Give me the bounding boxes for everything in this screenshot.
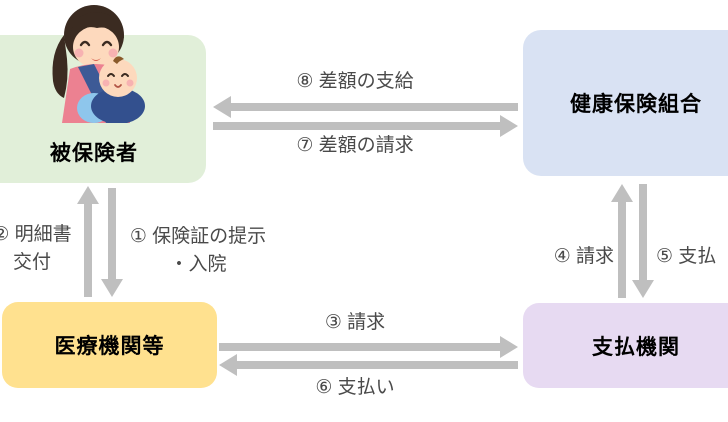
node-payer-label: 支払機関	[592, 335, 680, 359]
flow8-label: ⑧ 差額の支給	[296, 71, 414, 92]
arrow-flow3	[219, 336, 518, 358]
flow1-label-line2: ・入院	[169, 254, 227, 275]
arrow-flow4	[611, 184, 633, 298]
node-insured-label: 被保険者	[50, 142, 138, 165]
arrow-flow6	[219, 354, 518, 376]
arrow-flow5	[632, 184, 654, 298]
flow5-label: ⑤ 支払	[656, 246, 717, 267]
flow2-label: ② 明細書 交付	[0, 221, 78, 277]
arrow-flow1	[101, 188, 123, 297]
flow2-label-line1: ② 明細書	[0, 224, 72, 245]
mother-holding-baby-illustration	[52, 5, 145, 123]
node-health-insurance-union: 健康保険組合	[523, 30, 728, 176]
arrowhead-right-icon	[500, 115, 518, 137]
node-payment-agency: 支払機関	[523, 303, 728, 388]
arrowhead-up-icon	[611, 184, 633, 202]
arrowhead-up-icon	[77, 186, 99, 204]
node-union-label: 健康保険組合	[570, 93, 702, 116]
arrow-flow2	[77, 186, 99, 297]
flow7-label: ⑦ 差額の請求	[296, 135, 414, 156]
arrowhead-right-icon	[500, 336, 518, 358]
flow3-label: ③ 請求	[324, 312, 386, 333]
arrowhead-left-icon	[219, 354, 237, 376]
arrowhead-left-icon	[213, 96, 231, 118]
arrow-flow7	[213, 115, 518, 137]
flow2-label-line2: 交付	[12, 252, 51, 273]
arrowhead-down-icon	[632, 280, 654, 298]
flow1-label-line1: ① 保険証の提示	[129, 226, 267, 247]
flow4-label: ④ 請求	[553, 246, 614, 267]
arrow-flow8	[213, 96, 518, 118]
node-medical-institution: 医療機関等	[2, 302, 217, 388]
flow1-label: ① 保険証の提示 ・入院	[120, 223, 276, 279]
arrowhead-down-icon	[101, 279, 123, 297]
flow6-label: ⑥ 支払い	[315, 377, 395, 398]
node-medical-label: 医療機関等	[54, 335, 165, 358]
